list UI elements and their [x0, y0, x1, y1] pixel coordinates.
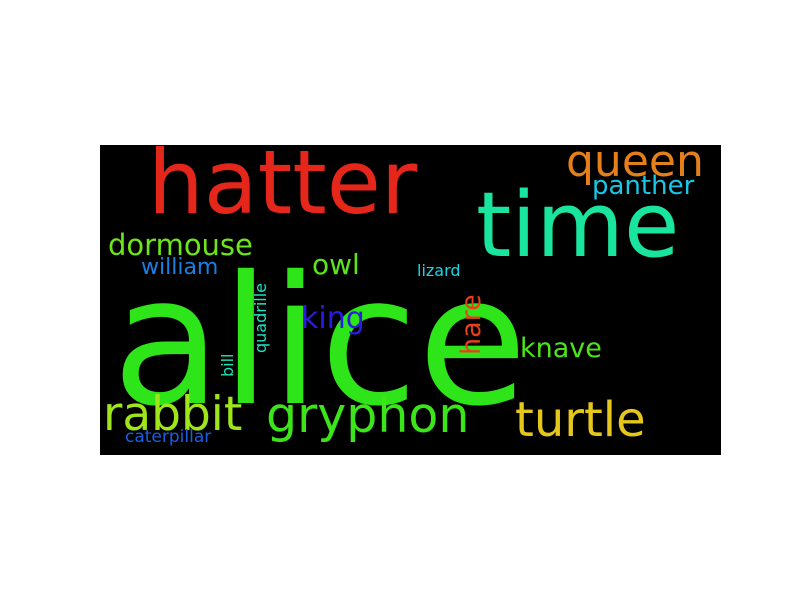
word-owl: owl [312, 248, 360, 281]
word-hatter: hatter [148, 145, 418, 234]
word-caterpillar: caterpillar [125, 427, 212, 447]
word-rabbit: rabbit [103, 387, 243, 442]
word-queen: queen [566, 145, 704, 187]
word-gryphon: gryphon [266, 387, 470, 444]
word-panther: panther [592, 171, 695, 201]
word-lizard: lizard [417, 261, 461, 280]
word-quadrille: quadrille [251, 282, 270, 353]
word-bill: bill [218, 353, 237, 378]
word-cloud: alice hatter time queen panther dormouse… [100, 145, 721, 455]
word-turtle: turtle [515, 392, 646, 448]
word-time: time [476, 173, 680, 278]
word-knave: knave [520, 333, 602, 364]
word-dormouse: dormouse [108, 228, 253, 262]
word-william: william [141, 255, 219, 280]
word-king: king [301, 301, 365, 336]
word-alice: alice [112, 238, 528, 445]
word-hare: hare [456, 294, 487, 355]
